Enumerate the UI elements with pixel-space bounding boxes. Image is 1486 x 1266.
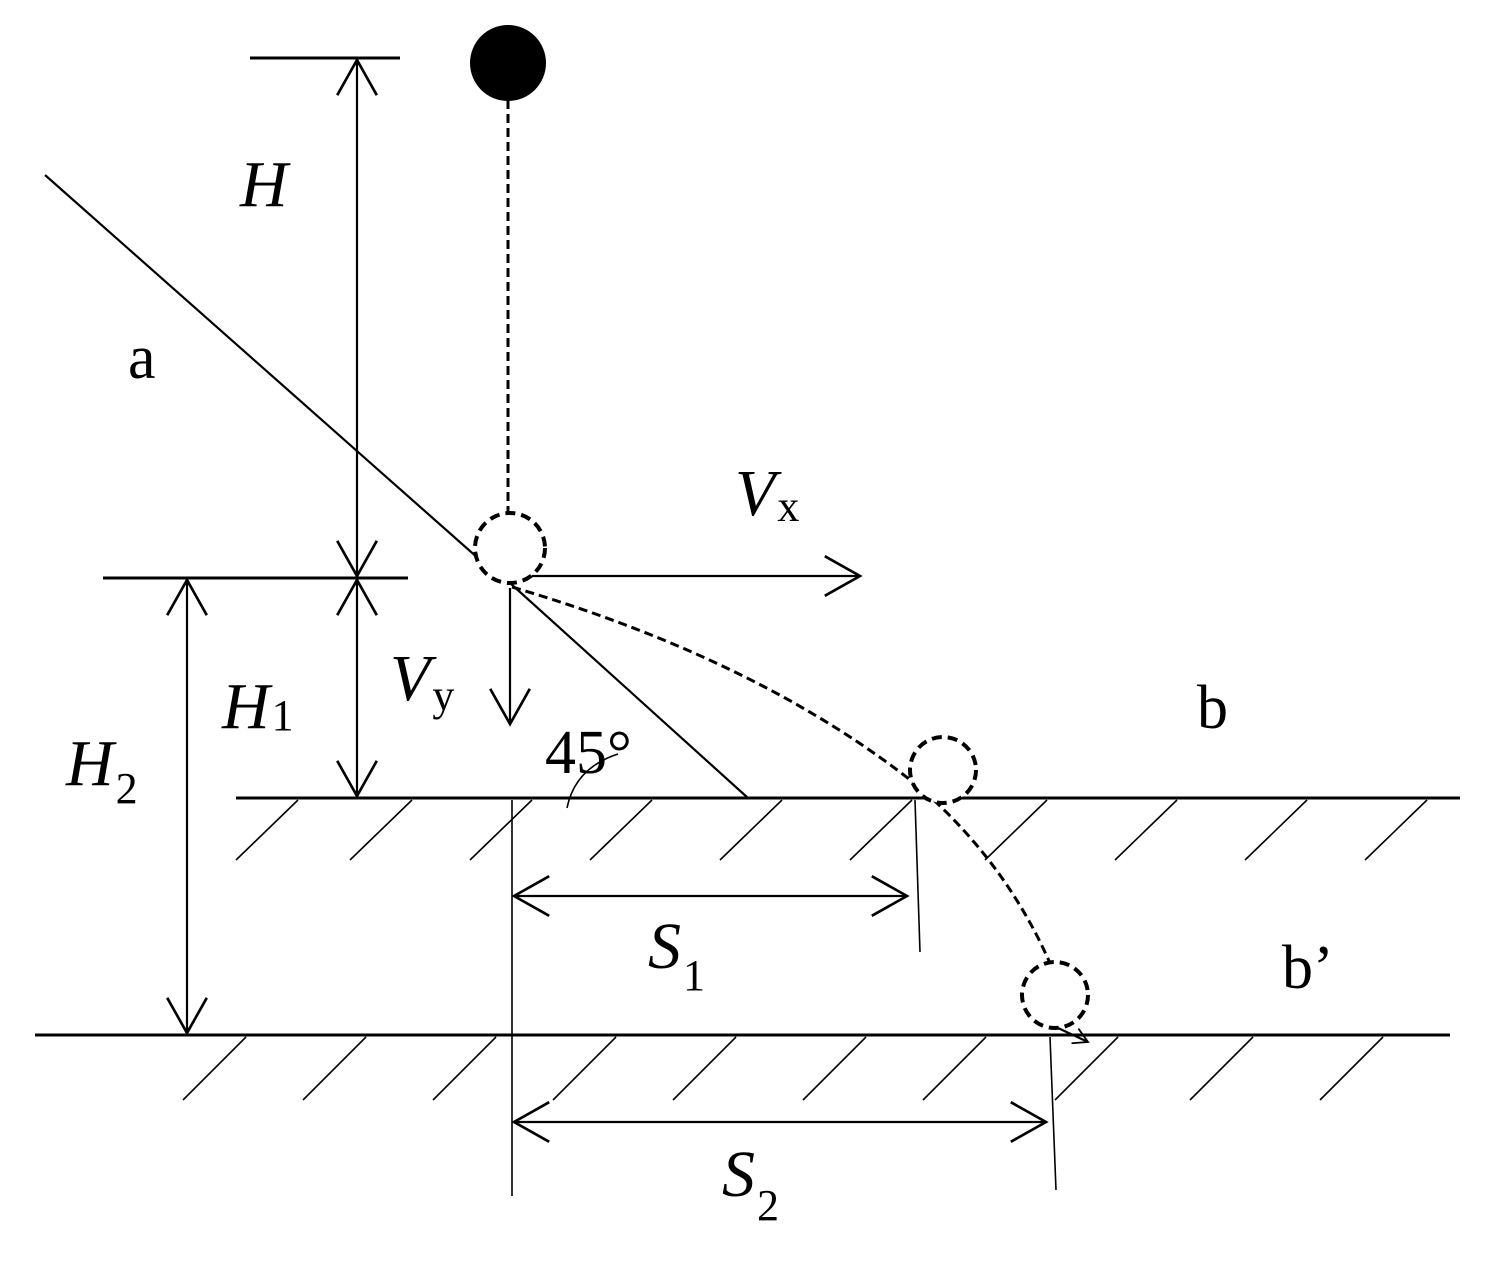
ball-position-b [908,735,978,805]
s1-right-extension [914,799,921,953]
label-b-prime: b’ [1282,934,1334,1002]
ground-b-hatching [235,799,1428,861]
label-h1: H1 [221,670,294,743]
label-h2: H2 [65,727,138,813]
label-vx: Vx [735,457,799,531]
incline-a [44,174,506,583]
label-angle: 45° [545,719,632,787]
ground-b-prime-hatching [182,1036,1384,1101]
falling-ball [470,25,546,101]
angle-45-line [509,582,749,799]
label-s1: S1 [648,910,705,1000]
angle-45-arc [566,753,619,809]
label-s2: S2 [722,1138,779,1230]
label-a: a [128,324,156,392]
ball-position-launch [473,511,547,585]
label-h: H [239,148,291,221]
trajectory [511,585,1057,976]
s2-right-extension [1049,1036,1057,1191]
label-vy: Vy [390,642,454,720]
ball-position-b-prime [1020,960,1090,1030]
label-b: b [1197,674,1228,742]
landing-arrow [1057,1027,1088,1042]
